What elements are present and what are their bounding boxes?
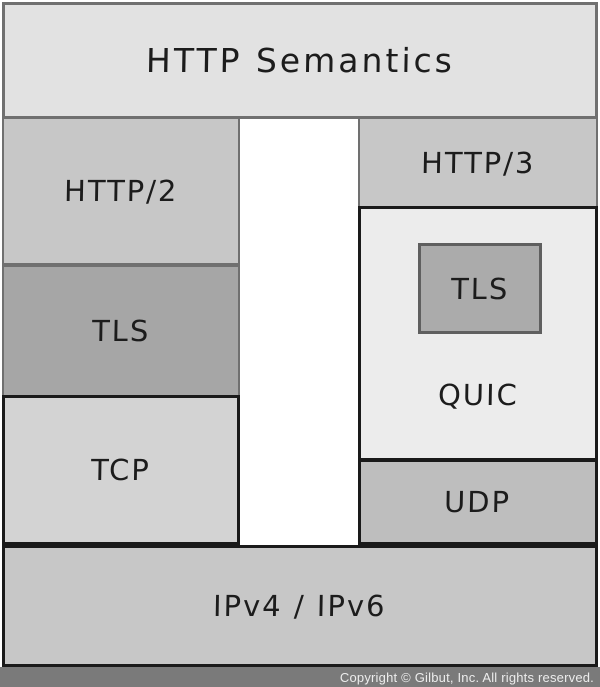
http3-box: HTTP/3: [358, 119, 598, 208]
http2-box: HTTP/2: [2, 119, 240, 265]
http3-label: HTTP/3: [420, 145, 536, 180]
tls-in-quic-box: TLS: [418, 243, 542, 334]
tls-in-quic-label: TLS: [450, 271, 510, 306]
quic-label: QUIC: [437, 378, 519, 412]
tcp-label: TCP: [90, 453, 152, 487]
udp-box: UDP: [358, 459, 598, 545]
tcp-box: TCP: [2, 395, 240, 545]
ip-layer-box: IPv4 / IPv6: [2, 545, 598, 667]
http-semantics-box: HTTP Semantics: [2, 2, 598, 119]
ip-layer-label: IPv4 / IPv6: [212, 589, 388, 623]
udp-label: UDP: [444, 485, 512, 519]
copyright-text: Copyright © Gilbut, Inc. All rights rese…: [339, 669, 594, 685]
tls-over-tcp-box: TLS: [2, 265, 240, 397]
tls-over-tcp-label: TLS: [91, 314, 151, 348]
footer: Copyright © Gilbut, Inc. All rights rese…: [0, 667, 600, 687]
http2-label: HTTP/2: [63, 174, 179, 208]
http-semantics-label: HTTP Semantics: [145, 41, 455, 80]
